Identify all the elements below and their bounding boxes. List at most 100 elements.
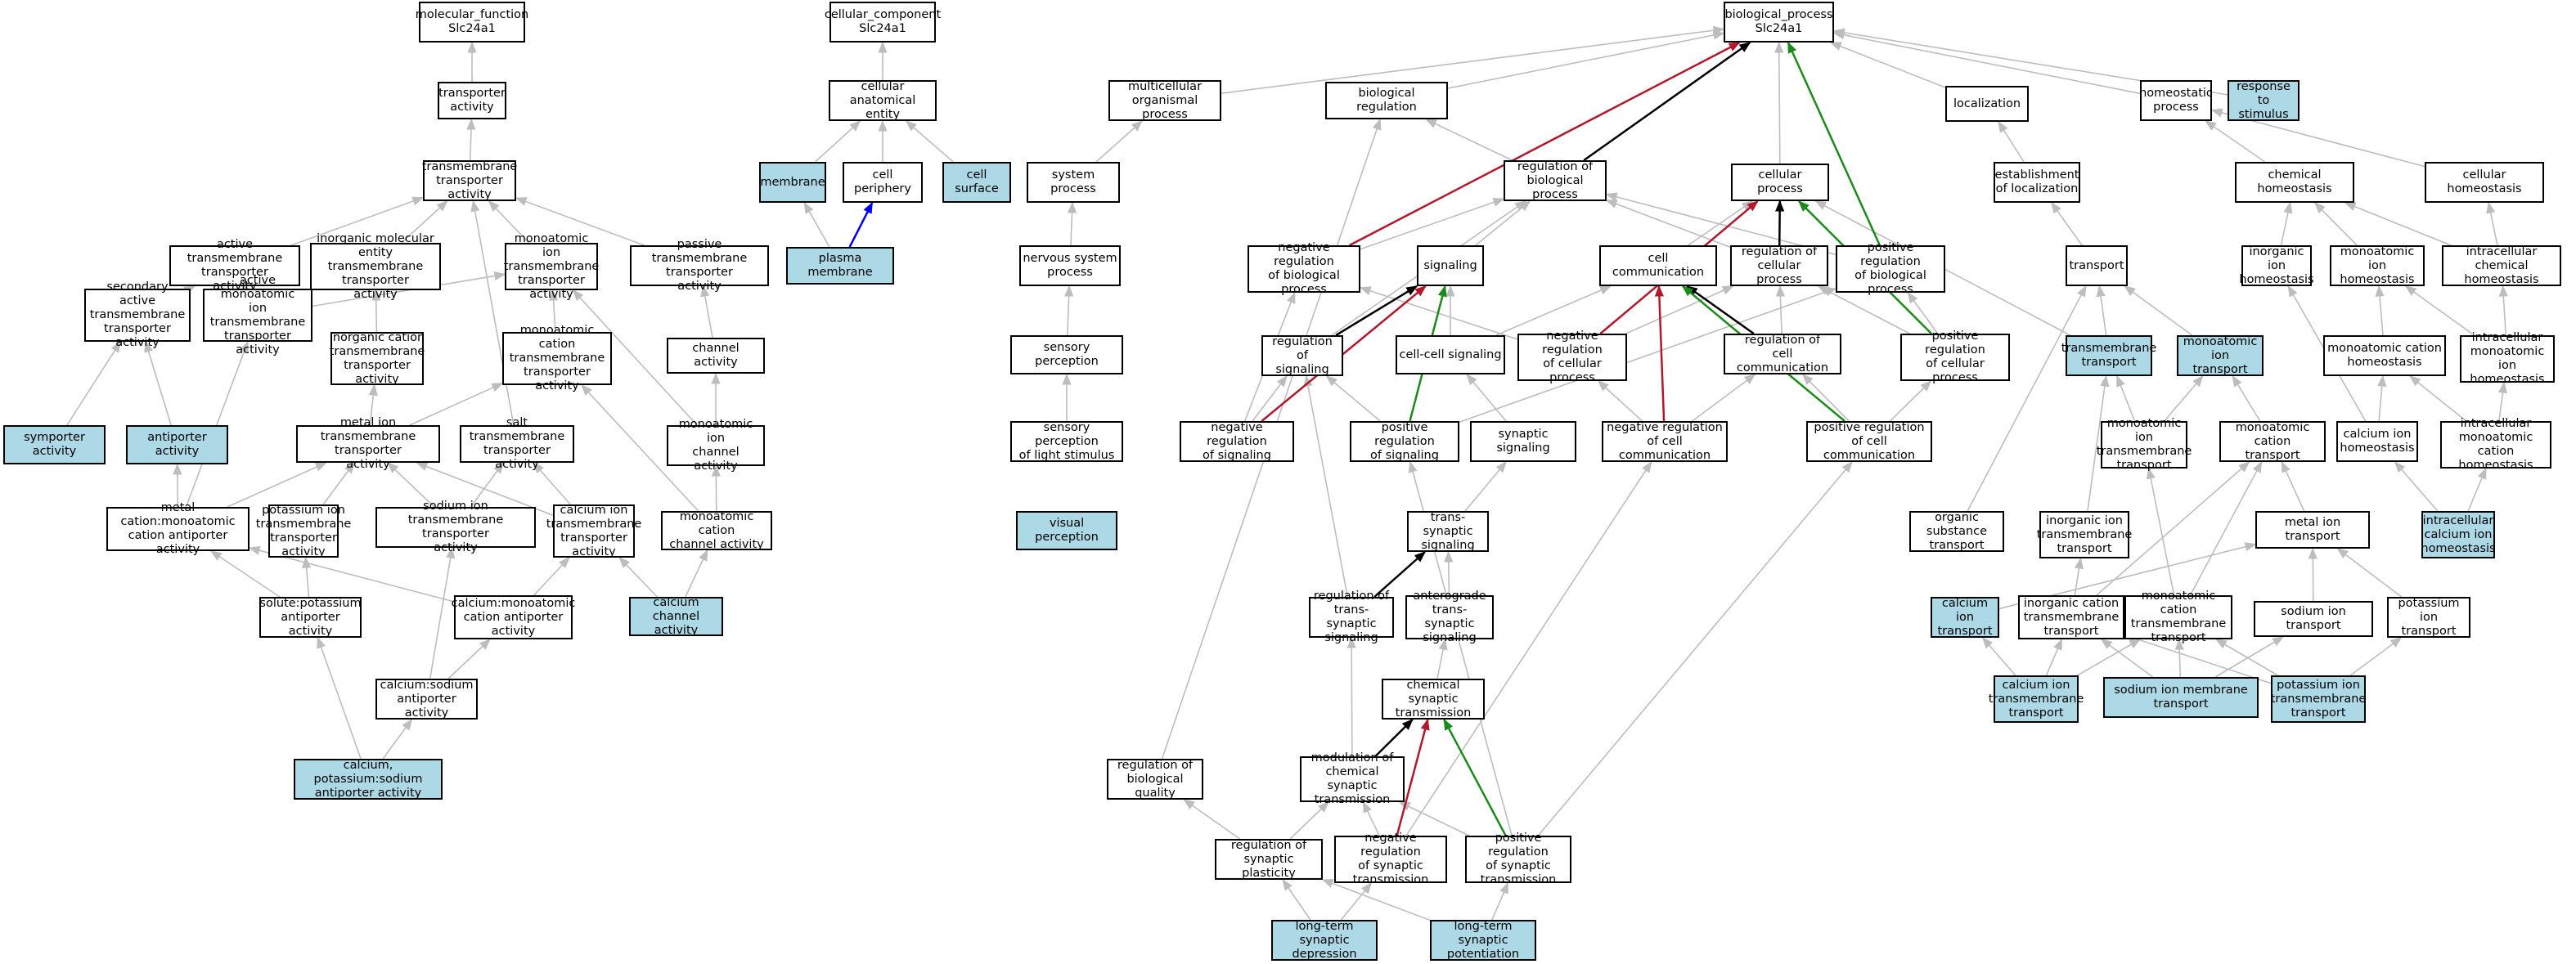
go-term-node-sodium-ion-tm-act[interactable]: sodium ion transmembrane transporter act… — [375, 500, 536, 554]
go-term-node-neg-reg-bio[interactable]: negative regulation of biological proces… — [1248, 241, 1360, 296]
go-term-node-calcium-channel[interactable]: calcium channel activity — [629, 596, 723, 637]
go-term-node-visual-perception[interactable]: visual perception — [1016, 511, 1117, 550]
go-term-node-nervous-system[interactable]: nervous system process — [1019, 245, 1121, 286]
go-term-node-membrane[interactable]: membrane — [759, 162, 826, 203]
go-term-node-transport[interactable]: transport — [2066, 245, 2128, 286]
go-term-node-sensory-perception[interactable]: sensory perception — [1010, 335, 1123, 374]
edge-plasma-membrane-to-cell-periphery — [848, 201, 874, 248]
go-term-node-calcium-ion-tm-transport[interactable]: calcium ion transmembrane transport — [1989, 675, 2084, 723]
go-term-node-neg-reg-synaptic[interactable]: negative regulation of synaptic transmis… — [1334, 832, 1447, 886]
go-term-node-pos-reg-cell-comm[interactable]: positive regulation of cell communicatio… — [1806, 421, 1932, 462]
go-term-node-pos-reg-signaling[interactable]: positive regulation of signaling — [1350, 421, 1459, 462]
go-term-node-transporter[interactable]: transporter activity — [438, 82, 506, 119]
go-term-node-calcium-ion-homeo[interactable]: calcium ion homeostasis — [2336, 421, 2418, 462]
go-term-node-symporter[interactable]: symporter activity — [3, 425, 106, 464]
go-term-node-homeostatic[interactable]: homeostatic process — [2139, 80, 2213, 121]
go-term-node-inorganic-cation-tm-transport[interactable]: inorganic cation transmembrane transport — [2018, 595, 2124, 639]
go-term-node-calcium-potassium-sodium[interactable]: calcium, potassium:sodium antiporter act… — [294, 759, 443, 800]
go-term-node-monoatomic-cation-tm-transport[interactable]: monoatomic cation transmembrane transpor… — [2124, 590, 2232, 644]
go-term-node-monoatomic-cation-tm-act[interactable]: monoatomic cation transmembrane transpor… — [502, 324, 612, 392]
go-term-node-metal-cation-antiporter[interactable]: metal cation:monoatomic cation antiporte… — [106, 501, 250, 556]
go-term-node-tm-transporter[interactable]: transmembrane transporter activity — [421, 159, 518, 201]
go-term-node-potassium-ion-tm-act[interactable]: potassium ion transmembrane transporter … — [255, 503, 352, 558]
go-term-node-inorganic-ion-homeo[interactable]: inorganic ion homeostasis — [2239, 244, 2314, 286]
go-term-node-bp-root[interactable]: biological_process Slc24a1 — [1724, 2, 1834, 43]
go-term-node-cellular-process[interactable]: cellular process — [1731, 164, 1829, 201]
go-term-node-cell-surface[interactable]: cell surface — [942, 162, 1011, 203]
go-term-node-tm-transport[interactable]: transmembrane transport — [2061, 335, 2156, 376]
go-term-node-pos-reg-cellular[interactable]: positive regulation of cellular process — [1900, 330, 2010, 384]
go-term-node-anterograde[interactable]: anterograde trans-synaptic signaling — [1405, 590, 1494, 644]
go-term-node-pos-reg-bio[interactable]: positive regulation of biological proces… — [1836, 241, 1945, 296]
go-term-node-reg-signaling[interactable]: regulation of signaling — [1261, 335, 1343, 376]
go-term-node-reg-bio-quality[interactable]: regulation of biological quality — [1107, 759, 1203, 800]
go-term-node-chemical-homeostasis[interactable]: chemical homeostasis — [2235, 162, 2354, 203]
go-term-node-ltp[interactable]: long-term synaptic potentiation — [1430, 920, 1536, 961]
go-term-node-intracellular-monoatomic-cation-homeo[interactable]: intracellular monoatomic cation homeosta… — [2440, 417, 2551, 472]
go-term-node-salt-tm[interactable]: salt transmembrane transporter activity — [460, 416, 574, 471]
go-term-node-monoatomic-cation-channel[interactable]: monoatomic cation channel activity — [661, 510, 772, 551]
go-term-node-synaptic-signaling[interactable]: synaptic signaling — [1470, 421, 1576, 462]
go-term-node-secondary-active[interactable]: secondary active transmembrane transport… — [84, 280, 191, 349]
go-term-node-establishment-loc[interactable]: establishment of localization — [1994, 162, 2080, 203]
go-term-node-sodium-ion-transport[interactable]: sodium ion transport — [2254, 601, 2373, 637]
go-term-node-cellular-homeostasis[interactable]: cellular homeostasis — [2425, 162, 2544, 203]
go-term-node-intracellular-calcium-homeo[interactable]: intracellular calcium ion homeostasis — [2421, 511, 2496, 558]
go-term-node-neg-reg-cell-comm[interactable]: negative regulation of cell communicatio… — [1602, 421, 1728, 462]
go-term-node-bio-regulation[interactable]: biological regulation — [1325, 82, 1448, 119]
go-term-node-multicellular[interactable]: multicellular organismal process — [1108, 80, 1221, 121]
go-term-node-monoatomic-ion-tm-transport[interactable]: monoatomic ion transmembrane transport — [2096, 417, 2192, 472]
go-term-node-monoatomic-ion-channel[interactable]: monoatomic ion channel activity — [667, 418, 765, 473]
go-term-node-signaling[interactable]: signaling — [1417, 245, 1484, 286]
go-term-node-active-monoatomic[interactable]: active monoatomic ion transmembrane tran… — [203, 274, 312, 356]
go-term-node-intracellular-monoatomic-ion-homeo[interactable]: intracellular monoatomic ion homeostasis — [2460, 331, 2555, 386]
go-term-node-active-tm[interactable]: active transmembrane transporter activit… — [169, 238, 300, 293]
go-term-node-channel[interactable]: channel activity — [667, 338, 765, 374]
go-term-node-monoatomic-ion-homeo[interactable]: monoatomic ion homeostasis — [2330, 245, 2425, 286]
go-term-node-sodium-ion-tm-transport[interactable]: sodium ion membrane transport — [2103, 677, 2259, 718]
go-term-node-monoatomic-ion-transport[interactable]: monoatomic ion transport — [2177, 335, 2264, 376]
go-term-node-calcium-monoatomic-antiporter[interactable]: calcium:monoatomic cation antiporter act… — [452, 595, 575, 639]
go-term-node-reg-trans-synaptic[interactable]: regulation of trans-synaptic signaling — [1309, 590, 1394, 644]
go-term-node-system-process[interactable]: system process — [1027, 162, 1120, 203]
go-term-node-intracellular-chem-homeo[interactable]: intracellular chemical homeostasis — [2442, 245, 2561, 286]
go-term-node-modulation-chem-syn[interactable]: modulation of chemical synaptic transmis… — [1300, 751, 1405, 806]
go-term-node-potassium-ion-tm-transport[interactable]: potassium ion transmembrane transport — [2271, 675, 2366, 723]
go-term-node-trans-synaptic[interactable]: trans-synaptic signaling — [1407, 511, 1489, 552]
go-term-node-neg-reg-signaling[interactable]: negative regulation of signaling — [1180, 421, 1294, 462]
go-term-node-ltd[interactable]: long-term synaptic depression — [1271, 920, 1378, 961]
go-term-node-calcium-ion-tm-act[interactable]: calcium ion transmembrane transporter ac… — [546, 503, 642, 558]
go-term-node-cc-root[interactable]: cellular_component Slc24a1 — [825, 2, 941, 43]
go-term-node-response-stimulus[interactable]: response to stimulus — [2228, 80, 2300, 121]
go-term-node-monoatomic-cation-transport[interactable]: monoatomic cation transport — [2219, 421, 2326, 462]
go-term-node-reg-cellular-process[interactable]: regulation of cellular process — [1730, 245, 1828, 286]
go-term-node-plasma-membrane[interactable]: plasma membrane — [786, 247, 894, 285]
go-term-node-reg-bio-process[interactable]: regulation of biological process — [1504, 160, 1607, 201]
go-term-node-pos-reg-synaptic[interactable]: positive regulation of synaptic transmis… — [1465, 832, 1571, 886]
go-term-node-mf-root[interactable]: molecular_function Slc24a1 — [416, 2, 528, 43]
go-term-node-localization[interactable]: localization — [1945, 86, 2029, 122]
go-term-node-metal-ion-tm-act[interactable]: metal ion transmembrane transporter acti… — [296, 416, 440, 471]
go-term-node-inorganic-mol[interactable]: inorganic molecular entity transmembrane… — [310, 232, 441, 301]
go-term-node-chemical-synaptic[interactable]: chemical synaptic transmission — [1382, 679, 1485, 720]
go-term-node-calcium-ion-transport[interactable]: calcium ion transport — [1931, 597, 1999, 638]
go-term-node-antiporter[interactable]: antiporter activity — [126, 425, 228, 464]
go-term-node-neg-reg-cellular[interactable]: negative regulation of cellular process — [1517, 330, 1627, 384]
go-term-node-cell-cell-signaling[interactable]: cell-cell signaling — [1396, 335, 1505, 374]
go-term-node-calcium-sodium[interactable]: calcium:sodium antiporter activity — [375, 679, 478, 720]
go-term-node-organic-substance-transport[interactable]: organic substance transport — [1909, 511, 2004, 552]
go-term-node-potassium-ion-transport[interactable]: potassium ion transport — [2387, 597, 2470, 638]
go-term-node-cell-anatomical[interactable]: cellular anatomical entity — [829, 80, 937, 121]
go-term-node-inorganic-ion-tm-transport[interactable]: inorganic ion transmembrane transport — [2037, 511, 2132, 558]
go-term-node-passive-tm[interactable]: passive transmembrane transporter activi… — [630, 238, 769, 293]
go-term-node-monoatomic-cation-homeo[interactable]: monoatomic cation homeostasis — [2323, 335, 2446, 376]
go-term-node-monoatomic-ion-tm[interactable]: monoatomic ion transmembrane transporter… — [503, 231, 600, 301]
go-term-node-inorganic-cation-tm-act[interactable]: inorganic cation transmembrane transport… — [329, 330, 425, 386]
go-term-node-reg-synaptic-plasticity[interactable]: regulation of synaptic plasticity — [1215, 839, 1323, 880]
go-term-node-metal-ion-transport[interactable]: metal ion transport — [2255, 511, 2370, 549]
go-term-node-sensory-light[interactable]: sensory perception of light stimulus — [1010, 421, 1123, 462]
go-term-node-cell-communication[interactable]: cell communication — [1599, 245, 1717, 286]
go-term-node-cell-periphery[interactable]: cell periphery — [843, 162, 923, 203]
go-term-node-reg-cell-comm[interactable]: regulation of cell communication — [1724, 334, 1841, 374]
go-term-node-solute-potassium[interactable]: solute:potassium antiporter activity — [259, 596, 362, 638]
